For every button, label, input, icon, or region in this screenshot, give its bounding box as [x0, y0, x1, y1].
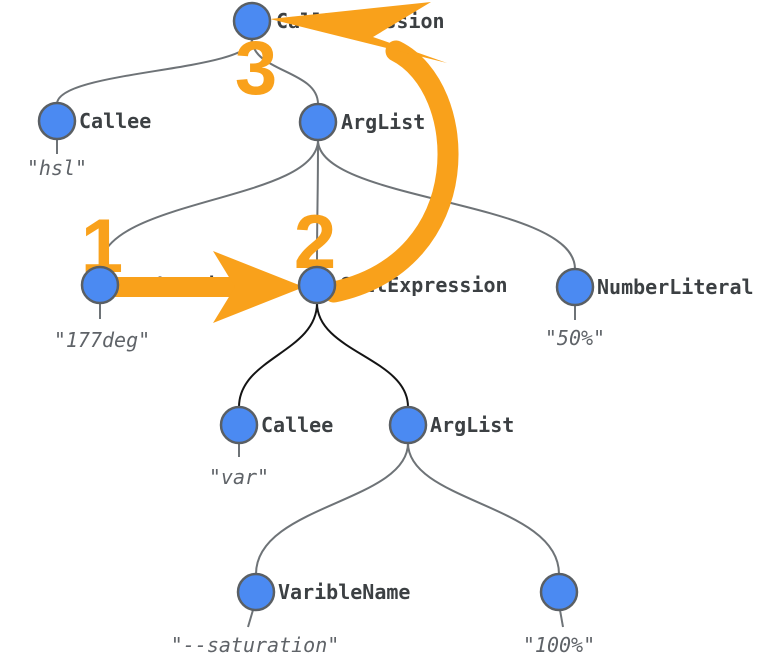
arrow-step3-head-icon [270, 2, 447, 63]
node-callexpression-inner [297, 265, 337, 305]
node-numberliteral-50pct [555, 267, 595, 307]
edge-root-to-arglist [251, 38, 319, 105]
value-100pct: "100%" [523, 633, 595, 657]
traversal-annotations: 1 2 3 [81, 2, 459, 323]
edge-callexpression-to-callee2 [238, 302, 318, 408]
value-50pct: "50%" [545, 326, 605, 350]
edge-arglist-to-numberliteral-177 [99, 139, 319, 269]
value-var: "var" [209, 465, 269, 489]
step-number-3: 3 [235, 26, 277, 111]
label-callee-inner: Callee [261, 413, 333, 437]
node-numberliteral-177deg [80, 265, 120, 305]
node-arglist-inner [388, 405, 428, 445]
node-variablename [236, 572, 276, 612]
node-arglist-outer [298, 102, 338, 142]
value-177deg: "177deg" [54, 328, 150, 352]
stub-variablename [247, 609, 254, 628]
label-variablename: VaribleName [278, 580, 410, 604]
stub-numberliteral-100 [559, 609, 564, 628]
node-circles [37, 1, 595, 612]
edge-arglist2-to-variablename [255, 442, 409, 575]
node-root-callexpression [232, 1, 272, 41]
value-saturation: "--saturation" [171, 633, 340, 657]
node-labels: CallExpression Callee ArgList NumberLite… [79, 9, 754, 604]
label-arglist-inner: ArgList [430, 413, 514, 437]
node-callee-hsl [37, 101, 77, 141]
label-numberliteral-50: NumberLiteral [597, 275, 754, 299]
arrow-step1-head-icon [213, 251, 304, 323]
tree-edges-dark [238, 302, 409, 408]
leaf-values: "hsl" "177deg" "50%" "var" "--saturation… [27, 156, 605, 657]
edge-callexpression-to-arglist2 [316, 302, 409, 408]
value-hsl: "hsl" [27, 156, 87, 180]
node-callee-var [219, 405, 259, 445]
arrow-step3-shaft [323, 40, 459, 303]
edge-arglist2-to-numberliteral-100 [407, 442, 560, 575]
edge-root-to-callee [56, 38, 253, 105]
node-numberliteral-100pct [539, 572, 579, 612]
label-arglist-outer: ArgList [341, 110, 425, 134]
label-callee-outer: Callee [79, 109, 151, 133]
edge-arglist-to-callexpression [316, 139, 319, 268]
